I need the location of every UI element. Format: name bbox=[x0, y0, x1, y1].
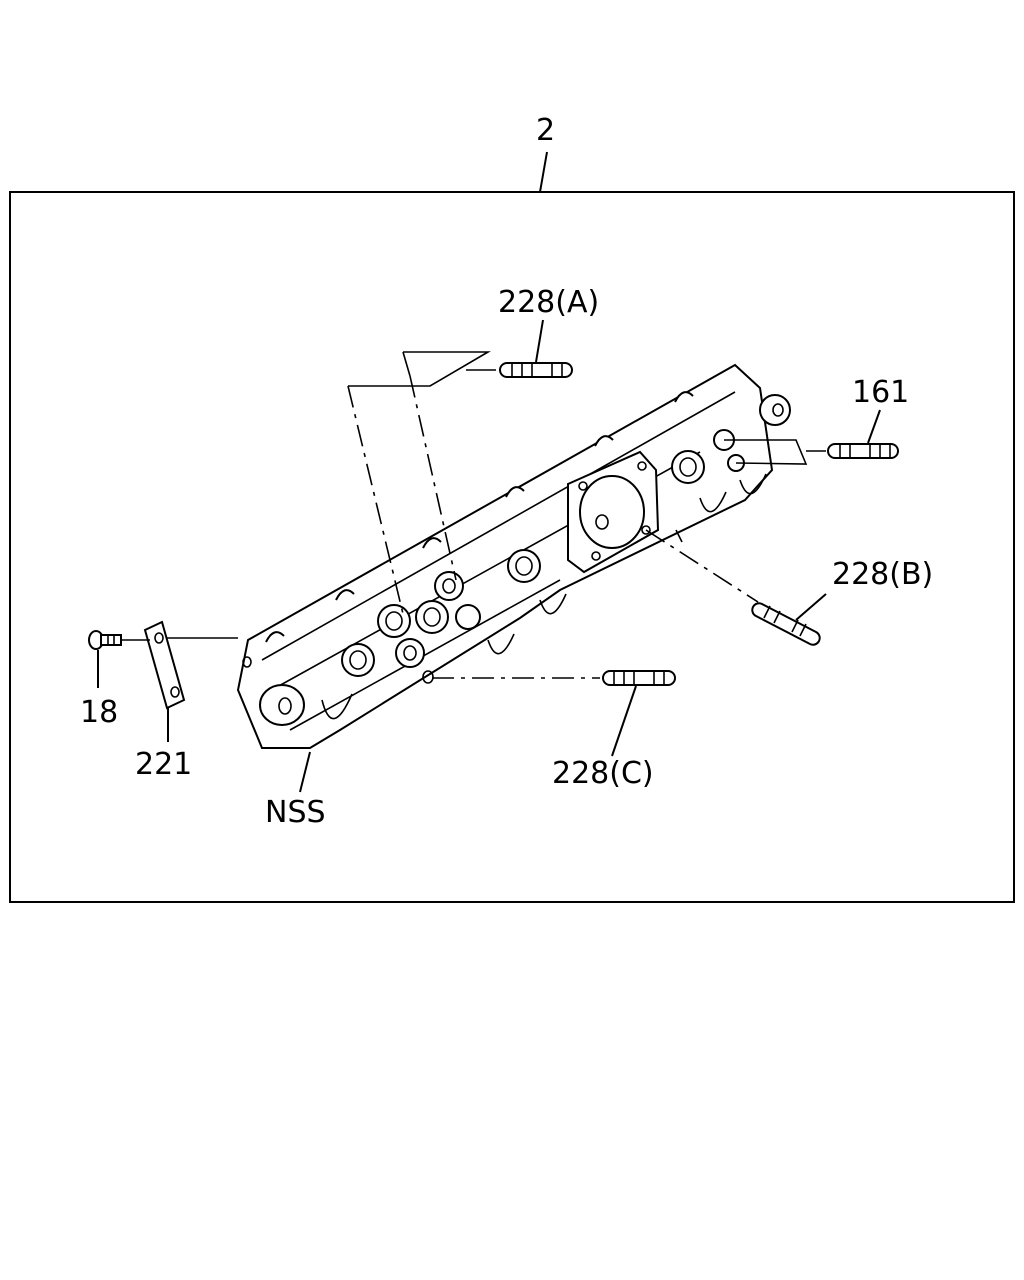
stud-228b bbox=[751, 602, 821, 646]
centerline-228b bbox=[645, 529, 759, 603]
stud-161-bracket bbox=[724, 439, 826, 465]
leader-nss bbox=[299, 751, 311, 793]
label-assembly-2: 2 bbox=[536, 113, 555, 148]
bolt-18 bbox=[88, 630, 122, 650]
label-161: 161 bbox=[852, 375, 909, 410]
leader-161 bbox=[867, 409, 881, 444]
label-228b: 228(B) bbox=[832, 557, 933, 592]
exhaust-manifold bbox=[236, 363, 791, 749]
label-221: 221 bbox=[135, 747, 192, 782]
stud-228c bbox=[602, 670, 676, 686]
plate-221 bbox=[143, 620, 186, 710]
assembly-frame bbox=[9, 191, 1015, 903]
label-228a: 228(A) bbox=[498, 285, 599, 320]
stud-161 bbox=[827, 443, 899, 459]
stud-228a bbox=[499, 362, 573, 378]
tick-228b bbox=[675, 529, 683, 543]
label-nss: NSS bbox=[265, 795, 326, 830]
leader-228c bbox=[611, 685, 637, 757]
leader-228a bbox=[535, 319, 544, 363]
stud-228a-bracket bbox=[347, 351, 496, 619]
leader-228b bbox=[795, 593, 827, 621]
label-18: 18 bbox=[80, 695, 118, 730]
label-228c: 228(C) bbox=[552, 756, 654, 791]
leader-assembly-2 bbox=[539, 151, 548, 193]
